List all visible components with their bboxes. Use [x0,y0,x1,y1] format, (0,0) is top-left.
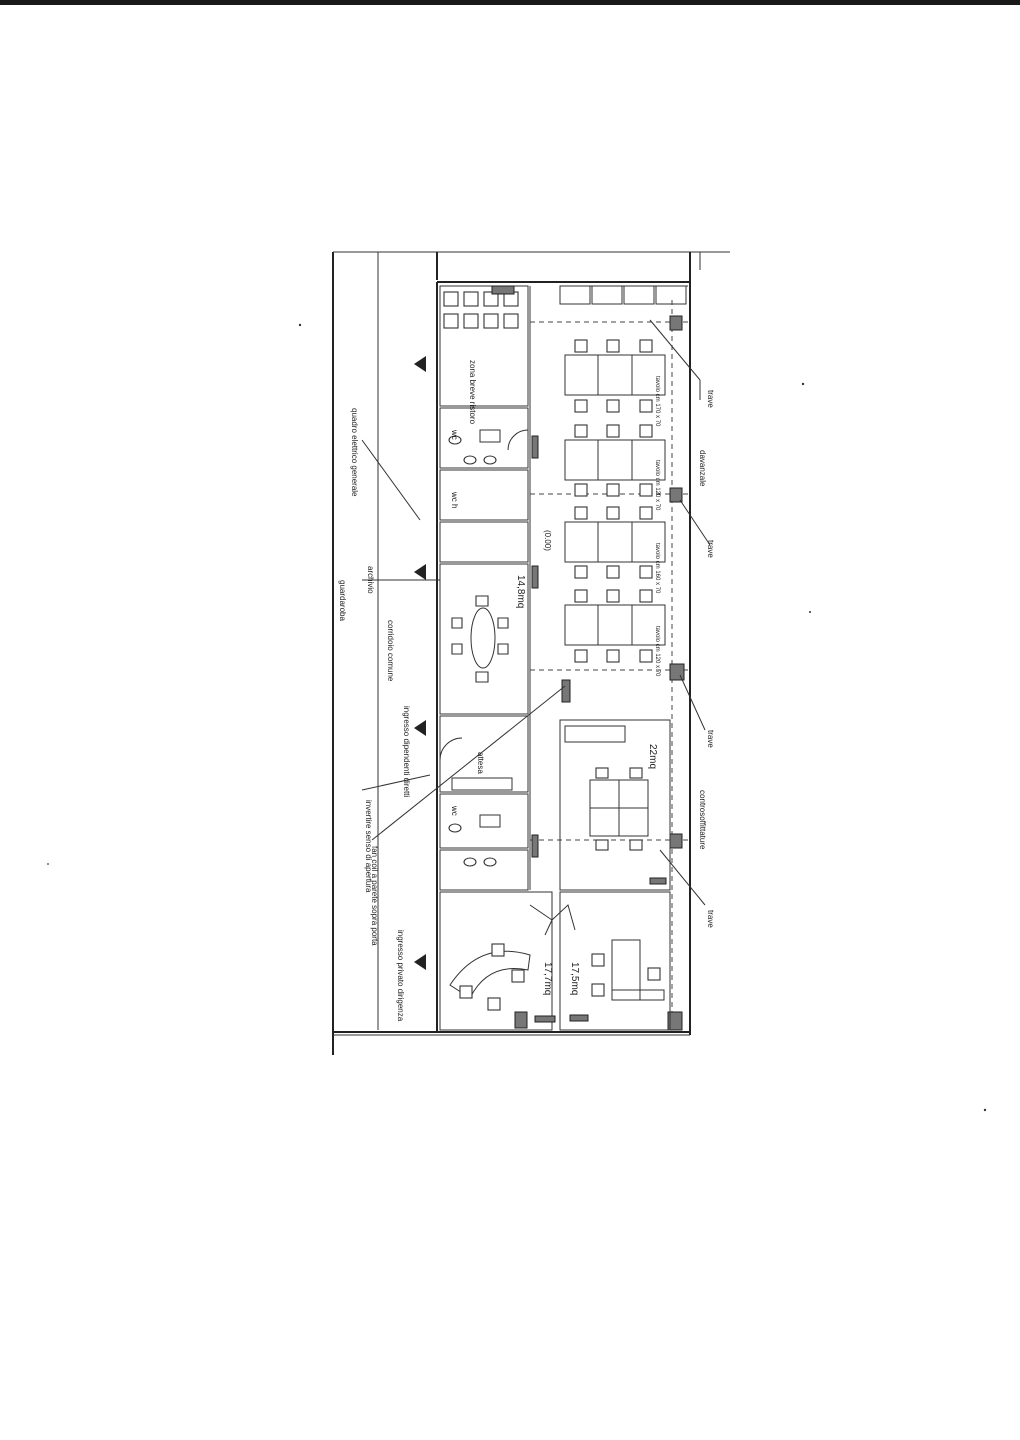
pillar-1 [669,315,683,331]
meeting-room [439,563,529,715]
desk-cluster-3 [564,506,666,579]
label-controsoffittature: controsoffittature [698,790,707,850]
wc-room-3 [439,849,529,891]
dirigente-office-2 [559,891,671,1031]
desk-cluster-2 [564,424,666,497]
pillar-5 [667,1011,683,1031]
ristoro-chairs [443,291,519,329]
leader-lines [361,319,711,906]
service-column [439,285,576,1031]
label-trave-2: trave [706,540,715,558]
label-wc-h: wc h [450,491,459,508]
label-tavolo-4: tavolo cm 120 x 70 [654,626,660,677]
meeting-chairs [451,595,509,683]
label-guardaroba: guardaroba [338,580,347,621]
label-dirigente-2-area: 17,5mq [569,962,580,995]
entrance-arrows [414,356,426,970]
meeting-table [470,607,496,669]
label-davanzale: davanzale [698,450,707,487]
label-dirigente-1-area: 17,7mq [542,962,553,995]
top-desks [559,285,687,305]
building-shell [332,251,730,1055]
label-trave-4: trave [706,910,715,928]
attesa-room [439,715,529,793]
scan-top-border [0,0,1020,5]
label-quadro-elettrico: quadro elettrico generale [350,408,359,497]
office-2-desk [611,939,641,1001]
label-ingresso-dirigenza: ingresso privato dirigenza [396,930,405,1022]
label-tavolo-2: tavolo cm 120 x 70 [654,460,660,511]
fan-coil-unit [491,285,515,295]
wc-room-1 [439,407,529,469]
desk-cluster-1 [564,339,666,413]
wc-room-2 [439,793,529,849]
text-labels: zona breve ristoro quadro elettrico gene… [338,360,715,1022]
label-ufficio-area: 22mq [647,744,658,769]
label-meeting-area: 14,8mq [515,575,526,608]
scan-specks [47,323,987,1112]
label-open-space-area: (0.00) [543,530,552,551]
wc-h-room [439,469,529,521]
open-space [529,285,688,1031]
label-zona-ristoro: zona breve ristoro [468,360,477,425]
label-archivio: archivio [366,566,375,594]
label-wc-2: wc [450,805,459,816]
pillar-3 [669,663,685,681]
label-invertire-senso: invertire senso di apertura [364,800,373,893]
pillar-4 [669,833,683,849]
dirigente-office-1 [439,891,553,1031]
label-ingresso-dipendenti: ingresso dipendenti diretti [402,706,411,797]
pillar-2 [669,487,683,503]
archivio-room [439,521,529,563]
ufficio-22mq [559,719,671,891]
label-tavolo-3: tavolo cm 160 x 70 [654,543,660,594]
label-wc-1: wc [450,429,459,440]
label-trave-3: trave [706,730,715,748]
label-tavolo-1: tavolo cm 170 x 70 [654,376,660,427]
label-trave-1: trave [706,390,715,408]
desk-cluster-4 [564,589,666,663]
zona-ristoro-room [439,285,529,407]
label-fan-coil: fan coil a parete sopra porta [370,846,379,946]
label-attesa: attesa [476,752,485,774]
label-corridoio: corridoio comune [386,620,395,682]
